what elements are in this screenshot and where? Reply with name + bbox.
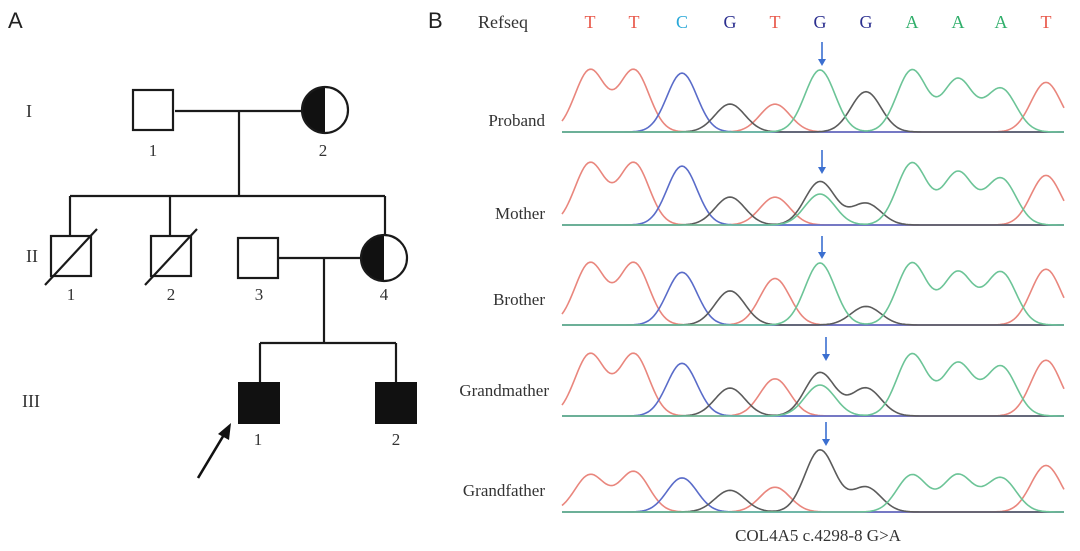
- chromatogram-panel: B Refseq T T C G T G G A A A T Proband Mother Brot…: [428, 8, 1065, 545]
- trace-brother-channel-G: [562, 290, 1064, 326]
- trace-label-mother: Mother: [495, 204, 545, 223]
- refseq-base-5: T: [770, 12, 781, 32]
- individual-ii-1-male-deceased: [44, 228, 98, 286]
- variant-arrow-icon: [818, 236, 826, 259]
- trace-mother-channel-A: [562, 161, 1064, 226]
- individual-ii-4-number: 4: [380, 285, 389, 304]
- individual-i-1-number: 1: [149, 141, 158, 160]
- trace-label-grandmather: Grandmather: [459, 381, 549, 400]
- generation-label-i: I: [26, 101, 32, 121]
- trace-mother-channel-T: [561, 161, 1065, 226]
- generation-label-ii: II: [26, 246, 38, 266]
- variant-arrow-icon: [822, 337, 830, 361]
- trace-grandfather-channel-A: [562, 473, 1064, 513]
- individual-i-2-female-carrier: [300, 85, 350, 135]
- trace-grandfather-channel-T: [561, 464, 1065, 513]
- refseq-base-2: T: [629, 12, 640, 32]
- individual-ii-4-female-carrier: [359, 233, 409, 283]
- refseq-base-7: G: [860, 12, 873, 32]
- individual-iii-2-affected-male: [375, 382, 417, 424]
- trace-grandmather-channel-T: [561, 352, 1065, 417]
- individual-iii-1-number: 1: [254, 430, 263, 449]
- individual-ii-3-number: 3: [255, 285, 264, 304]
- refseq-base-4: G: [724, 12, 737, 32]
- refseq-base-1: T: [585, 12, 596, 32]
- proband-arrow-icon: [196, 423, 231, 479]
- pedigree-lines: [68, 109, 398, 383]
- variant-arrow-icon: [818, 150, 826, 174]
- individual-ii-2-male-deceased: [144, 228, 198, 286]
- variant-caption: COL4A5 c.4298-8 G>A: [735, 526, 902, 545]
- panel-b-label: B: [428, 8, 443, 33]
- trace-grandmather-channel-A: [562, 352, 1064, 417]
- trace-proband-channel-T: [561, 68, 1065, 133]
- refseq-base-10: A: [995, 12, 1008, 32]
- trace-label-brother: Brother: [493, 290, 545, 309]
- trace-proband-channel-G: [562, 90, 1064, 133]
- chromatogram-traces: [561, 42, 1065, 513]
- trace-mother-channel-G: [562, 180, 1064, 226]
- refseq-base-11: T: [1041, 12, 1052, 32]
- refseq-base-6: G: [814, 12, 827, 32]
- trace-mother-channel-C: [562, 165, 1064, 226]
- trace-label-proband: Proband: [488, 111, 545, 130]
- refseq-label: Refseq: [478, 12, 528, 32]
- individual-iii-2-number: 2: [392, 430, 401, 449]
- individual-i-2-number: 2: [319, 141, 328, 160]
- individual-iii-1-affected-male: [238, 382, 280, 424]
- generation-label-iii: III: [22, 391, 40, 411]
- trace-label-grandfather: Grandfather: [463, 481, 545, 500]
- trace-proband-channel-A: [562, 68, 1064, 133]
- trace-grandfather-channel-G: [562, 448, 1064, 513]
- individual-ii-1-number: 1: [67, 285, 76, 304]
- trace-grandmather-channel-G: [562, 371, 1064, 417]
- individual-i-1-male: [131, 88, 175, 132]
- panel-a-label: A: [8, 8, 23, 33]
- variant-arrow-icon: [818, 42, 826, 66]
- trace-grandmather-channel-C: [562, 362, 1064, 417]
- trace-brother-channel-T: [561, 261, 1065, 326]
- individual-ii-2-number: 2: [167, 285, 176, 304]
- individual-ii-3-male: [236, 236, 280, 280]
- trace-brother-channel-A: [562, 261, 1064, 326]
- refseq-base-8: A: [906, 12, 919, 32]
- variant-arrow-icon: [822, 422, 830, 446]
- refseq-base-9: A: [952, 12, 965, 32]
- refseq-base-3: C: [676, 12, 688, 32]
- pedigree-panel: A I II III 1 2 1: [8, 8, 417, 479]
- trace-proband-channel-C: [562, 72, 1064, 133]
